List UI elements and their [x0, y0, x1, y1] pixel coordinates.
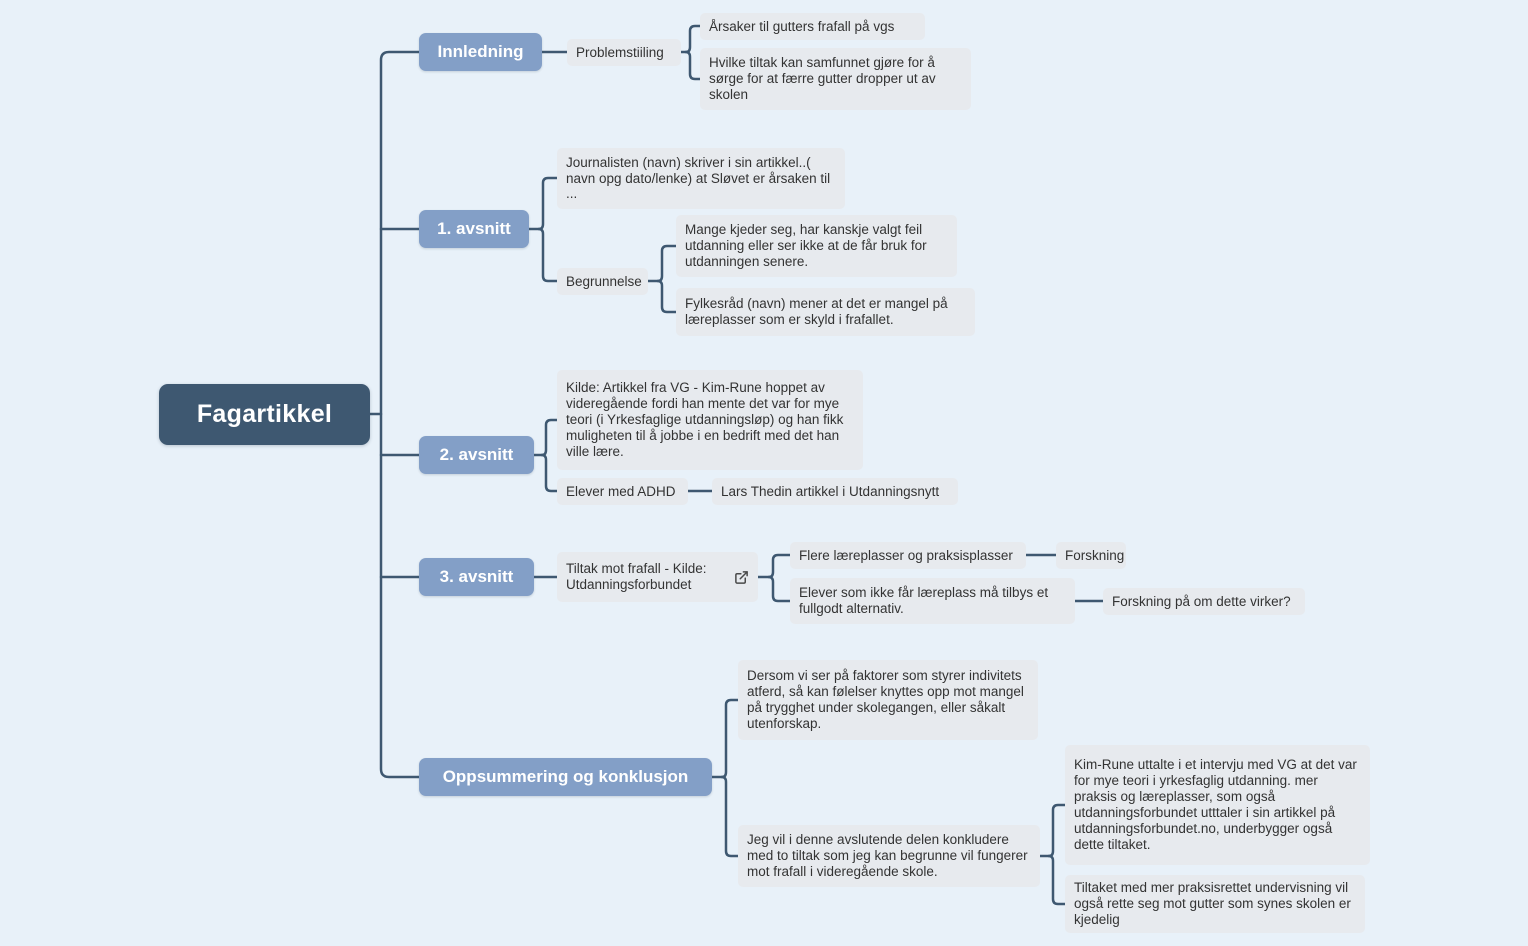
node-begrunnelse[interactable]: Begrunnelse [557, 268, 648, 295]
node-arsaker-frafall[interactable]: Årsaker til gutters frafall på vgs [700, 13, 925, 40]
node-forskning[interactable]: Forskning [1056, 542, 1126, 569]
node-tiltak-mot-frafall[interactable]: Tiltak mot frafall - Kilde: Utdanningsfo… [557, 552, 758, 602]
node-journalisten[interactable]: Journalisten (navn) skriver i sin artikk… [557, 148, 845, 209]
node-elever-uten-laereplass[interactable]: Elever som ikke får læreplass må tilbys … [790, 578, 1075, 624]
branch-innledning[interactable]: Innledning [419, 33, 542, 71]
node-tiltaket-praksisrettet[interactable]: Tiltaket med mer praksisrettet undervisn… [1065, 875, 1365, 933]
node-jeg-vil-konkludere[interactable]: Jeg vil i denne avslutende delen konklud… [738, 825, 1040, 887]
node-flere-laereplasser[interactable]: Flere læreplasser og praksisplasser [790, 542, 1026, 569]
branch-3-avsnitt[interactable]: 3. avsnitt [419, 558, 534, 596]
root-topic[interactable]: Fagartikkel [159, 384, 370, 445]
node-fylkesrad[interactable]: Fylkesråd (navn) mener at det er mangel … [676, 288, 975, 336]
node-lars-thedin[interactable]: Lars Thedin artikkel i Utdanningsnytt [712, 478, 958, 505]
node-hvilke-tiltak[interactable]: Hvilke tiltak kan samfunnet gjøre for å … [700, 48, 971, 110]
node-problemstilling[interactable]: Problemstiiling [567, 39, 681, 66]
external-link-icon[interactable] [734, 570, 749, 585]
node-dersom-faktorer[interactable]: Dersom vi ser på faktorer som styrer ind… [738, 660, 1038, 740]
node-kilde-vg[interactable]: Kilde: Artikkel fra VG - Kim-Rune hoppet… [557, 370, 863, 470]
node-elever-med-adhd[interactable]: Elever med ADHD [557, 478, 688, 505]
node-tiltak-mot-frafall-label: Tiltak mot frafall - Kilde: Utdanningsfo… [566, 561, 707, 592]
node-forskning-virker[interactable]: Forskning på om dette virker? [1103, 588, 1305, 615]
branch-2-avsnitt[interactable]: 2. avsnitt [419, 436, 534, 474]
branch-1-avsnitt[interactable]: 1. avsnitt [419, 210, 529, 248]
node-mange-kjeder-seg[interactable]: Mange kjeder seg, har kanskje valgt feil… [676, 215, 957, 277]
branch-oppsummering[interactable]: Oppsummering og konklusjon [419, 758, 712, 796]
node-kim-rune-uttalte[interactable]: Kim-Rune uttalte i et intervju med VG at… [1065, 745, 1370, 865]
